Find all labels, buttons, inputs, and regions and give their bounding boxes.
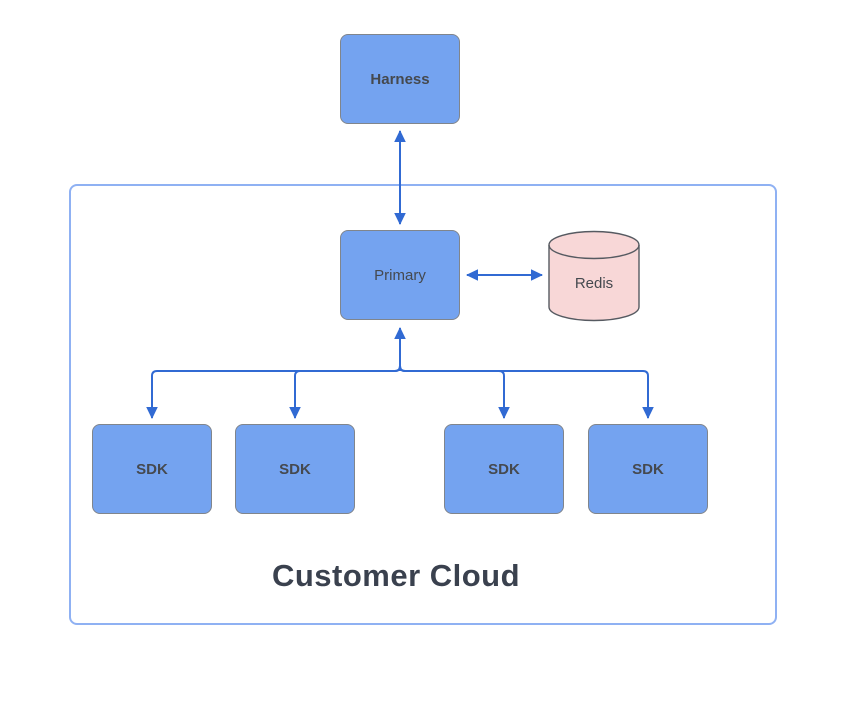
node-harness: Harness [340,34,460,124]
node-sdk-3-label: SDK [488,460,520,478]
node-sdk-1-label: SDK [136,460,168,478]
node-sdk-2-label: SDK [279,460,311,478]
node-sdk-4-label: SDK [632,460,664,478]
node-harness-label: Harness [370,70,430,88]
node-sdk-1: SDK [92,424,212,514]
customer-cloud-label: Customer Cloud [271,558,521,593]
node-redis-label: Redis [574,274,614,292]
customer-cloud-container: Customer Cloud [69,184,777,625]
node-redis-cylinder: Redis [548,230,640,322]
node-sdk-2: SDK [235,424,355,514]
database-cylinder-icon [548,230,640,322]
node-sdk-3: SDK [444,424,564,514]
node-primary: Primary [340,230,460,320]
node-sdk-4: SDK [588,424,708,514]
node-primary-label: Primary [374,266,426,284]
